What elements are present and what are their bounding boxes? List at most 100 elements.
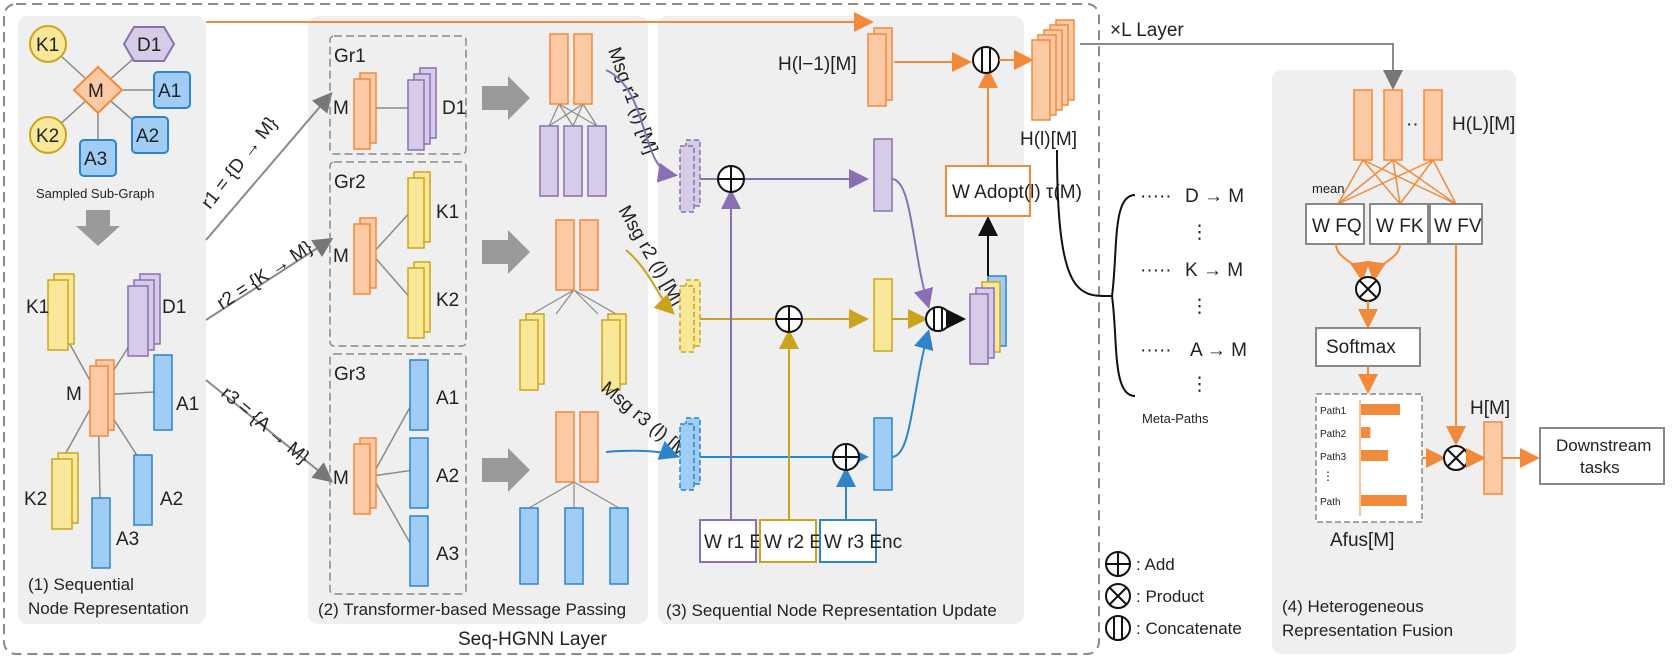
seq-m-label: M [66,384,82,405]
updated-bar-r2 [873,278,893,352]
relation-r3: r3 = {A → M} [217,383,313,469]
g2-k1-label: K1 [436,202,459,223]
g1-m-label: M [333,98,349,119]
concatenate-icon-top [972,46,1000,74]
meta-path-1: D → M [1185,186,1244,207]
node-a1 [153,71,191,109]
fused-output-bar [1483,421,1503,495]
path-1-label: Path1 [1320,406,1347,417]
legend-concatenate-text: : Concatenate [1136,619,1242,638]
graph-label-r3: Gr3 [334,364,366,385]
g2-k2-label: K2 [436,290,459,311]
weight-fv-box [1429,203,1483,245]
fusion-input-label: H(L)[M] [1452,114,1515,135]
legend-add-text: : Add [1136,555,1175,574]
node-a2 [131,116,169,154]
transformer-block-r1 [539,33,607,197]
updated-bar-r3 [873,417,893,491]
down-arrow-icon [76,210,120,246]
svg-text:·····: ····· [1140,340,1172,361]
path-3-label: Path3 [1320,452,1347,463]
node-a3-label: A3 [84,149,107,170]
downstream-label-line1: Downstream [1556,436,1651,455]
subgraph-caption: Sampled Sub-Graph [36,186,155,201]
weight-fq-label: W FQ [1312,216,1362,237]
node-d1 [122,26,176,62]
g2-m-label: M [333,246,349,267]
g1-d1-label: D1 [442,98,466,119]
meta-path-3: A → M [1190,340,1247,361]
seq-a2-label: A2 [160,489,183,510]
graph-box-r2 [329,161,467,347]
legend-add-icon [1105,551,1131,577]
arrow-icon-r1 [482,76,530,120]
downstream-tasks-box [1539,427,1665,485]
attention-label: Afus[M] [1330,530,1394,551]
fusion-mean-label: mean [1312,181,1345,196]
stacked-sequence [969,275,1007,365]
node-k1-label: K1 [36,35,59,56]
meta-path-connector [1056,149,1113,298]
sampled-subgraph: K1 D1 M A1 K2 A2 A3 [29,25,191,177]
graph-box-r3 [329,353,467,595]
node-d1-label: D1 [137,35,161,56]
seq-k2-label: K2 [24,489,47,510]
adopt-weight-label: W Adopt(l) τ(M) [952,182,1082,203]
g3-a3-label: A3 [436,544,459,565]
attention-bar-3 [1361,450,1389,461]
concatenate-icon-sequence [925,306,951,332]
svg-text:·····: ····· [1140,186,1172,207]
relation-r1: r1 = {D → M} [197,113,281,213]
attention-bars [1361,404,1407,506]
weight-fv-label: W FV [1434,216,1482,237]
node-a3 [79,139,117,177]
graph-label-r1: Gr1 [334,46,366,67]
attention-bar-4 [1361,495,1407,506]
enc-weight-r3 [819,519,877,563]
attention-bar-2 [1361,427,1371,438]
softmax-label: Softmax [1326,337,1396,358]
hidden-output-stack [1031,19,1075,121]
arrow-icon-r3 [482,448,530,492]
section-1-title-line2: Node Representation [28,599,189,618]
fused-output-label: H[M] [1470,398,1510,419]
svg-text:⋮: ⋮ [1322,469,1334,483]
seq-k1-label: K1 [26,297,49,318]
g3-a1-label: A1 [436,388,459,409]
seq-a1-label: A1 [176,394,199,415]
svg-text:⋮: ⋮ [1190,296,1209,317]
svg-text:⋮: ⋮ [1190,374,1209,395]
seq-hgnn-layer-frame [3,3,1100,655]
transformer-block-r3 [519,411,629,585]
g3-m-label: M [333,468,349,489]
legend-product-text: : Product [1136,587,1204,606]
graph-r3: M A1 A2 A3 [333,359,459,587]
seq-a3-label: A3 [116,529,139,550]
path-n-label: Path [1320,497,1341,508]
svg-text:⋮: ⋮ [1190,222,1209,243]
section-4-title-line2: Representation Fusion [1282,621,1453,640]
updated-bar-r1 [873,138,893,212]
section-3-title: (3) Sequential Node Representation Updat… [666,601,997,620]
node-k1 [29,25,67,63]
node-k2 [29,116,67,154]
fusion-fanout [1337,159,1457,205]
node-m [72,65,124,115]
meta-path-brace [1110,194,1136,397]
section-2-title: (2) Transformer-based Message Passing [318,600,626,619]
fusion-input-bars [1353,89,1443,161]
downstream-label-line2: tasks [1580,458,1620,477]
legend-product-icon [1105,583,1131,609]
svg-text:·····: ····· [1140,260,1172,281]
weight-fk-label: W FK [1376,216,1424,237]
seq-hgnn-layer-title: Seq-HGNN Layer [458,629,608,650]
node-m-label: M [88,81,104,102]
section-1-title-line1: (1) Sequential [28,575,134,594]
seq-d1-label: D1 [162,297,186,318]
transformer-block-r2 [519,219,627,391]
node-a1-label: A1 [158,81,181,102]
softmax-box [1315,327,1421,367]
add-icon-r3 [832,443,860,471]
enc-weight-r2 [759,519,817,563]
